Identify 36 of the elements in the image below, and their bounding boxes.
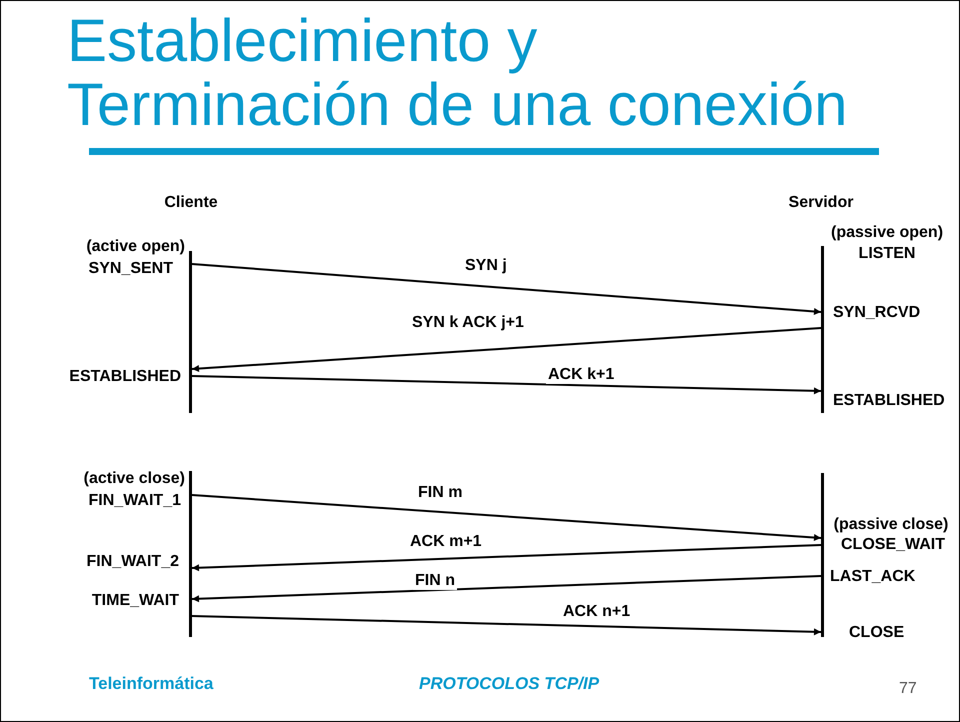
edge-label: SYN k ACK j+1	[410, 314, 526, 332]
state-note: (passive open)	[830, 224, 944, 242]
state-label: CLOSE	[849, 624, 904, 642]
state-note: (active open)	[86, 238, 185, 256]
column-heading: Servidor	[788, 194, 854, 212]
state-label: CLOSE_WAIT	[841, 536, 945, 554]
state-label: ESTABLISHED	[69, 368, 181, 386]
arrow	[192, 375, 822, 394]
edge-label: ACK k+1	[546, 366, 616, 384]
lifeline	[189, 251, 192, 413]
state-label: LAST_ACK	[830, 568, 916, 586]
arrow	[192, 544, 822, 572]
state-label: SYN_RCVD	[833, 304, 920, 322]
arrow	[192, 575, 822, 602]
state-label: FIN_WAIT_2	[86, 553, 179, 571]
arrow	[192, 327, 822, 372]
state-label: ESTABLISHED	[833, 392, 945, 410]
state-label: FIN_WAIT_1	[88, 492, 181, 510]
footer-text: PROTOCOLOS TCP/IP	[419, 675, 600, 693]
column-heading: Cliente	[164, 194, 218, 212]
state-label: LISTEN	[858, 245, 916, 263]
arrow	[192, 615, 822, 636]
slide-title: Establecimiento y Terminación de una conexión	[67, 9, 848, 137]
lifeline	[821, 473, 824, 637]
arrow	[192, 263, 822, 315]
state-label: SYN_SENT	[88, 260, 173, 278]
state-label: TIME_WAIT	[92, 592, 179, 610]
footer-text: Teleinformática	[89, 675, 214, 693]
lifeline	[821, 246, 824, 413]
edge-label: FIN n	[413, 572, 457, 590]
page-number: 77	[899, 680, 917, 698]
edge-label: SYN j	[463, 257, 509, 275]
lifeline	[189, 471, 192, 637]
state-note: (passive close)	[834, 516, 948, 534]
arrow	[192, 494, 822, 542]
state-note: (active close)	[84, 470, 185, 488]
